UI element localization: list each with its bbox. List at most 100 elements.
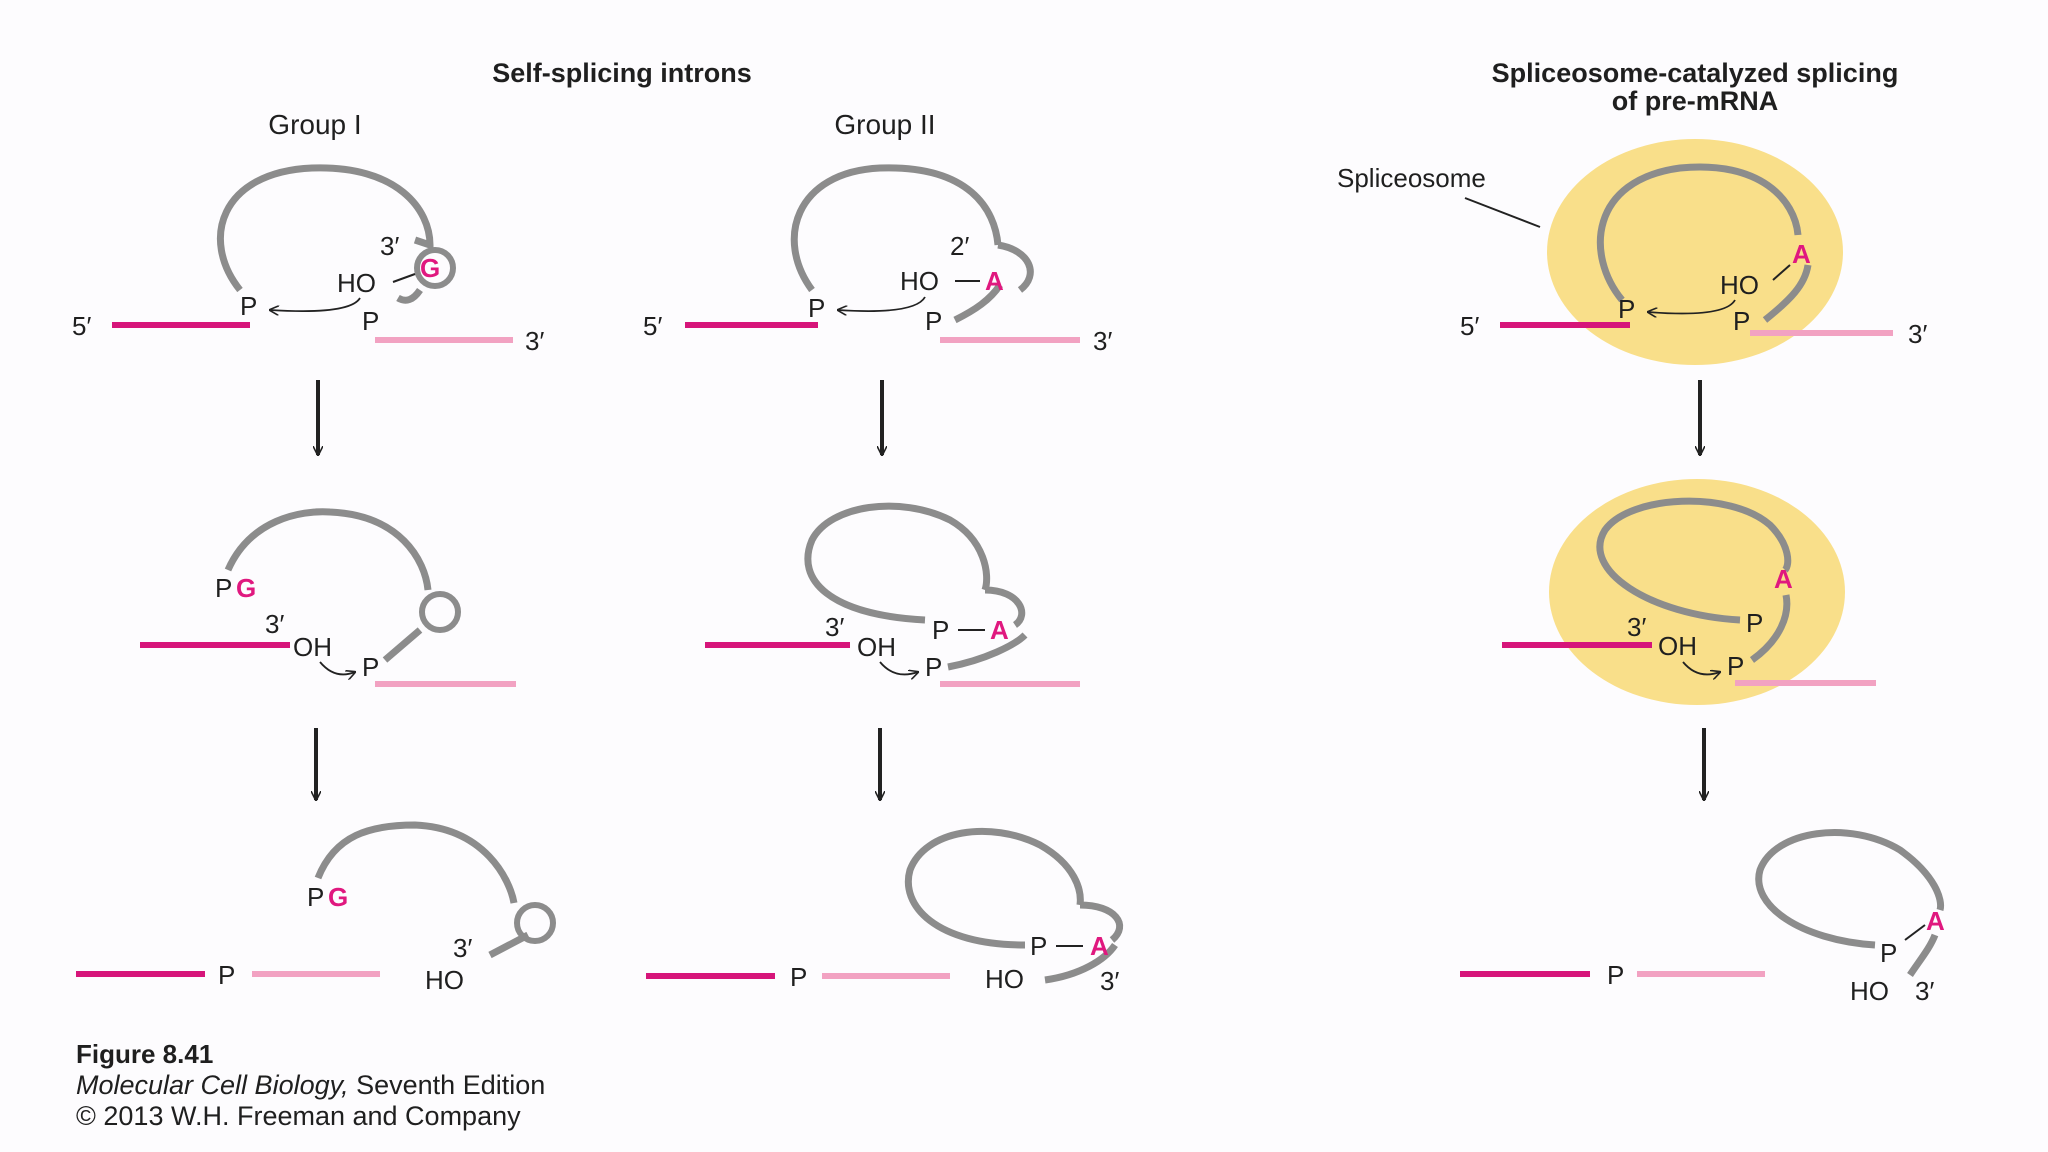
phosphate-label: P [925,306,942,336]
intron-3prime-end [1907,933,1939,977]
group2-label: Group II [834,109,935,140]
three-prime-label: 3′ [1915,976,1934,1006]
intron-stem-loop [419,591,461,633]
intron-loop [224,508,432,591]
three-prime-label: 3′ [380,231,399,261]
three-prime-label: 3′ [453,933,472,963]
attack-arrow [1648,299,1736,314]
hydroxyl-label: OH [857,632,896,662]
intron-loop [1597,163,1802,303]
intron-loop [1596,497,1792,624]
phosphate-label: P [1607,960,1624,990]
five-prime-label: 5′ [72,311,91,341]
spliceosome-step3: P A P HO 3′ [1460,829,1945,1006]
phosphate-label: P [932,615,949,645]
copyright-line: © 2013 W.H. Freeman and Company [76,1101,521,1131]
hydroxyl-label: HO [1720,270,1759,300]
hydroxyl-label: HO [985,964,1024,994]
phosphate-label: P [215,573,232,603]
phosphate-label: P [362,652,379,682]
phosphate-label: P [1746,608,1763,638]
book-edition: Seventh Edition [349,1070,546,1100]
guanosine-label: G [328,882,348,912]
attack-arrow [879,661,918,674]
self-splicing-title: Self-splicing introns [492,58,752,88]
intron-loop [1755,829,1945,949]
book-title: Molecular Cell Biology, [76,1070,349,1100]
adenosine-label: A [1090,931,1109,961]
attack-arrow [270,297,361,311]
phosphate-label: P [1880,938,1897,968]
group1-step3: P P G 3′ HO [76,821,556,995]
intron-3prime-end [1749,594,1791,663]
group2-step2: 3′ OH P A P [705,502,1080,687]
intron-3prime-end [947,632,1028,671]
intron-stem-loop [997,241,1034,293]
spliceosome-leader-line [1464,197,1541,228]
three-prime-label: 3′ [1908,319,1927,349]
group2-step3: P P A HO 3′ [646,827,1124,996]
three-prime-label: 3′ [525,326,544,356]
hydroxyl-label: HO [1850,976,1889,1006]
three-prime-label: 3′ [1093,326,1112,356]
figure-number: Figure 8.41 [76,1039,213,1069]
adenosine-label: A [990,615,1009,645]
phosphate-label: P [307,882,324,912]
three-prime-label: 3′ [1627,612,1646,642]
spliceosome-title-line1: Spliceosome-catalyzed splicing [1492,58,1899,88]
phosphate-label: P [790,962,807,992]
intron-loop [804,502,991,624]
three-prime-label: 3′ [825,612,844,642]
bond-line [1772,264,1791,281]
intron-loop [216,164,434,293]
intron-loop [904,827,1084,949]
phosphate-label: P [1733,306,1750,336]
group2-step1: 5′ 3′ 2′ P P HO A [643,164,1112,356]
intron-3prime-end [1044,942,1118,984]
five-prime-label: 5′ [1460,311,1479,341]
intron-3prime-end [396,287,423,304]
intron-loop [314,821,518,904]
spliceosome-particle [1549,479,1845,705]
hydroxyl-label: HO [337,268,376,298]
intron-loop [790,164,1002,293]
adenosine-label: A [985,266,1004,296]
spliceosome-step1: Spliceosome 5′ 3′ P P HO A [1337,139,1927,365]
five-prime-label: 5′ [643,311,662,341]
phosphate-label: P [362,306,379,336]
spliceosome-step2: A P 3′ OH P [1502,479,1876,705]
adenosine-label: A [1926,906,1945,936]
intron-stem-loop [1079,901,1124,943]
phosphate-label: P [1030,931,1047,961]
guanosine-label: G [420,253,440,283]
three-prime-label: 3′ [1100,966,1119,996]
hydroxyl-label: HO [900,266,939,296]
phosphate-label: P [1618,294,1635,324]
phosphate-label: P [808,293,825,323]
adenosine-label: A [1774,564,1793,594]
phosphate-label: P [218,960,235,990]
book-citation: Molecular Cell Biology, Seventh Edition [76,1070,545,1100]
phosphate-label: P [240,291,257,321]
phosphate-label: P [1727,651,1744,681]
intron-stem-loop [514,902,556,944]
intron-3prime-end [488,931,530,959]
hydroxyl-label: OH [1658,631,1697,661]
hydroxyl-label: OH [293,632,332,662]
bond-line [392,273,416,283]
intron-stem-loop [984,586,1026,628]
two-prime-label: 2′ [950,231,969,261]
intron-3prime-end [953,282,1003,324]
group1-step2: P G 3′ OH P [140,508,516,687]
spliceosome-title-line2: of pre-mRNA [1612,86,1779,116]
adenosine-label: A [1792,239,1811,269]
hydroxyl-label: HO [425,965,464,995]
bond-line [1904,924,1926,941]
group1-step1: 5′ 3′ 3′ P P HO G [72,164,544,356]
intron-stem-loop [414,247,456,289]
spliceosome-label: Spliceosome [1337,163,1486,193]
group1-label: Group I [268,109,361,140]
attack-arrow [1682,661,1720,674]
attack-arrow [319,661,355,674]
